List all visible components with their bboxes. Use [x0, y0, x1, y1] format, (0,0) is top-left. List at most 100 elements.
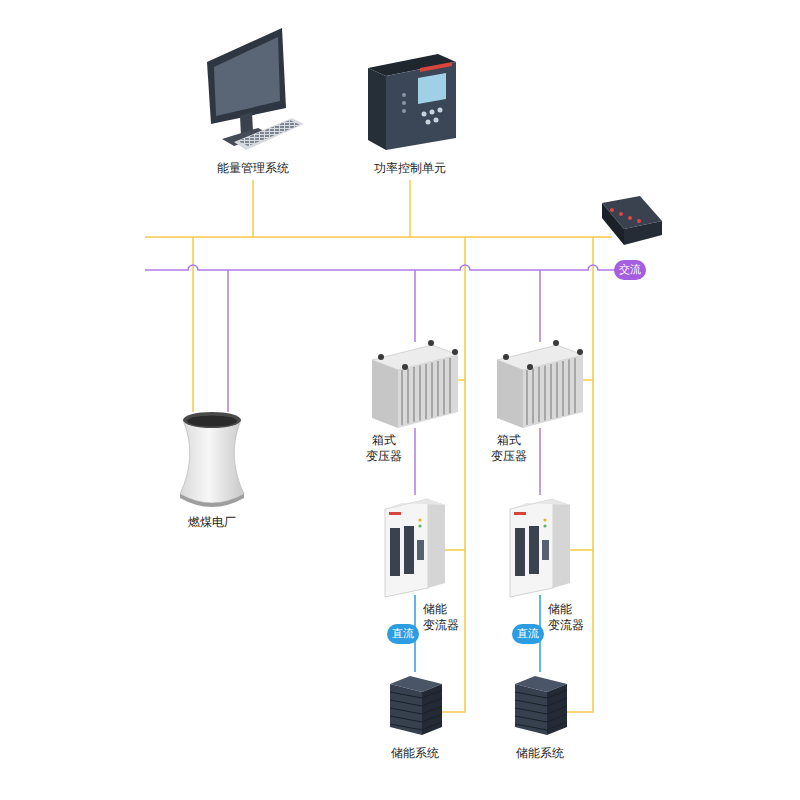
storage-rack-icon [390, 676, 442, 735]
device-label: 储能 变流器 [423, 601, 459, 633]
current-badge: 直流 [387, 624, 419, 644]
illustration-part [378, 354, 384, 360]
illustration-part [628, 216, 632, 220]
illustration-part [390, 698, 442, 706]
transformer-node: 箱式 变压器 [497, 340, 583, 428]
illustration-part [409, 180, 411, 237]
illustration-part [372, 360, 398, 428]
illustration-part [368, 68, 386, 150]
illustration-part [539, 270, 541, 342]
illustration-part [385, 499, 445, 509]
illustration-part [445, 549, 465, 551]
illustration-part [390, 714, 442, 722]
illustration-part [583, 379, 593, 381]
current-badge: 交流 [614, 260, 646, 280]
converter-node: 储能 变流器 [508, 495, 570, 595]
illustration-part [619, 212, 623, 216]
meter-icon [602, 196, 662, 245]
illustration-part [234, 118, 304, 150]
device-label: 能量管理系统 [217, 160, 289, 176]
illustration-part [419, 366, 421, 421]
illustration-part [402, 109, 406, 113]
illustration-part [414, 270, 416, 342]
illustration-part [389, 512, 401, 515]
illustration-part [437, 361, 439, 416]
illustration-part [602, 203, 624, 245]
illustration-part [418, 524, 421, 527]
storage-node: 储能系统 [513, 672, 567, 735]
illustration-part [386, 62, 456, 150]
illustration-part [404, 526, 414, 574]
illustration-part [440, 237, 465, 712]
illustration-part [452, 349, 458, 355]
illustration-part [401, 370, 403, 425]
illustration-part [207, 28, 286, 124]
connector-line [414, 428, 416, 495]
illustration-part [390, 706, 442, 714]
device-label: 储能系统 [516, 745, 564, 761]
illustration-part [390, 690, 442, 730]
illustration-part [418, 518, 421, 521]
comm-bus [145, 180, 612, 712]
control-unit-icon [368, 54, 456, 150]
illustration-part [402, 364, 408, 370]
illustration-part [431, 363, 433, 418]
illustration-part [422, 112, 427, 117]
illustration-part [145, 236, 612, 238]
device-label: 储能 变流器 [548, 601, 584, 633]
illustration-part [407, 369, 409, 424]
power-plant-node: 燃煤电厂 [178, 410, 246, 510]
illustration-part [413, 367, 415, 422]
illustration-part [418, 73, 446, 104]
device-label: 箱式 变压器 [366, 432, 402, 464]
illustration-part [425, 364, 427, 419]
illustration-part [426, 120, 431, 125]
control-unit-node: 功率控制单元 [365, 50, 460, 150]
device-label: 功率控制单元 [374, 160, 446, 176]
illustration-part [610, 208, 614, 212]
illustration-part [428, 499, 445, 588]
illustration-part [443, 360, 445, 415]
illustration-part [390, 722, 442, 730]
illustration-part [390, 690, 442, 698]
device-label: 燃煤电厂 [188, 514, 236, 530]
illustration-part [227, 270, 229, 412]
illustration-part [192, 237, 194, 412]
device-label: 储能系统 [391, 745, 439, 761]
illustration-part [390, 528, 400, 576]
illustration-part [420, 62, 452, 72]
illustration-part [430, 110, 435, 115]
current-badge: 直流 [512, 624, 544, 644]
ems-node: 能量管理系统 [200, 25, 310, 150]
illustration-part [402, 101, 406, 105]
equipment-column [372, 340, 458, 735]
transformer-icon [372, 340, 458, 428]
illustration-part [428, 340, 434, 346]
illustration-part [238, 120, 300, 146]
illustration-part [180, 420, 244, 503]
equipment-column [497, 340, 583, 735]
illustration-part [398, 355, 458, 428]
illustration-part [570, 549, 593, 551]
converter-icon [385, 499, 445, 597]
storage-node: 储能系统 [388, 672, 442, 735]
illustration-part [402, 358, 450, 425]
illustration-part [438, 108, 443, 113]
illustration-part [417, 540, 424, 560]
illustration-part [434, 118, 439, 123]
converter-node: 储能 变流器 [383, 495, 445, 595]
illustration-part [180, 494, 244, 507]
cooling-tower-icon [180, 412, 244, 507]
illustration-part [385, 499, 428, 597]
illustration-part [183, 412, 241, 428]
connector-line [539, 428, 541, 495]
monitor-icon [207, 28, 304, 150]
illustration-part [214, 37, 280, 116]
illustration-part [402, 93, 406, 97]
illustration-part [565, 237, 593, 712]
device-label: 箱式 变压器 [491, 432, 527, 464]
illustration-part [187, 416, 237, 427]
